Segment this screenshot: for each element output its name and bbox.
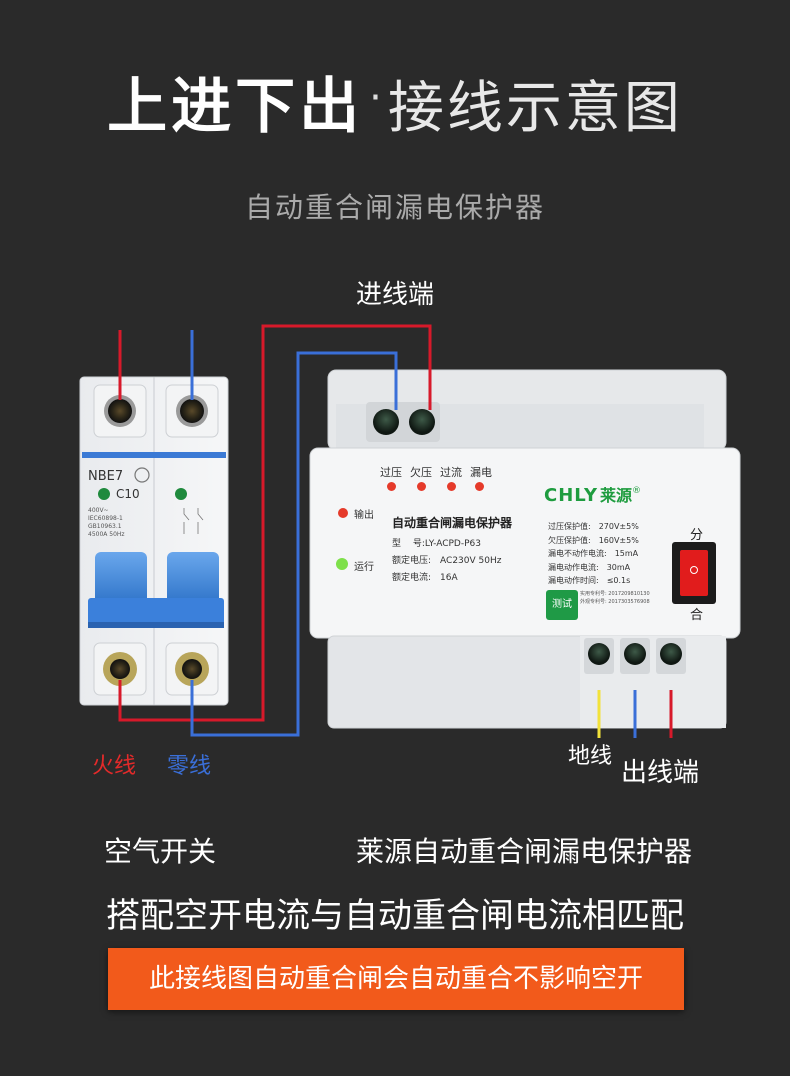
title-dot: ·: [369, 75, 382, 121]
spec-line: 漏电不动作电流: 15mA: [548, 549, 639, 558]
breaker-top-terminal-neutral: [165, 384, 219, 438]
run-label: 运行: [354, 562, 374, 573]
product-name: 自动重合闸漏电保护器: [392, 516, 513, 530]
outlet-label: 出线端: [621, 758, 700, 788]
ground-label: 地线: [568, 744, 613, 769]
indicator-leakage-led: [475, 482, 484, 491]
breaker-spec-line: 4500A 50Hz: [88, 531, 125, 538]
test-button[interactable]: 测试: [546, 590, 578, 620]
breaker-spec-line: GB10963.1: [88, 523, 122, 530]
breaker-bottom-terminal-live: [93, 642, 147, 696]
breaker-window-right: [175, 488, 187, 500]
breaker-toggle-handle[interactable]: [88, 552, 224, 628]
output-led: [338, 508, 348, 518]
neutral-label: 零线: [167, 754, 212, 779]
protector-inlet-terminals: [366, 402, 440, 442]
indicator-undervoltage-label: 欠压: [410, 466, 432, 479]
match-note: 搭配空开电流与自动重合闸电流相匹配: [106, 896, 684, 936]
breaker-model: NBE7: [88, 469, 123, 484]
product-voltage: 额定电压: AC230V 50Hz: [392, 556, 502, 566]
title-light: 接线示意图: [387, 76, 683, 141]
protector-name: 莱源自动重合闸漏电保护器: [356, 835, 693, 868]
brand-reg: ®: [632, 486, 641, 496]
title-bold: 上进下出: [107, 72, 364, 142]
patent-line: 实用专利号: 2017209810130: [580, 591, 650, 597]
breaker-symbol-icon: [183, 508, 204, 534]
breaker-spec-line: 400V~: [88, 507, 109, 514]
breaker-blue-stripe: [82, 452, 226, 458]
indicator-overvoltage-led: [387, 482, 396, 491]
spec-line: 欠压保护值: 160V±5%: [548, 535, 639, 545]
neutral-wire-bridge: [190, 351, 398, 737]
indicator-leakage-label: 漏电: [470, 466, 492, 479]
spec-line: 过压保护值: 270V±5%: [548, 522, 639, 531]
indicator-overcurrent-label: 过流: [440, 466, 462, 479]
page-title: 上进下出·接线示意图: [0, 58, 790, 145]
live-wire-bridge: [118, 324, 432, 722]
product-model: 型 号:LY-ACPD-P63: [392, 539, 481, 549]
auto-reclosing-protector: [309, 369, 741, 729]
ccc-icon: [134, 467, 150, 483]
air-breaker: NBE7 C10 400V~ IEC60898-1 GB10963.1 4500…: [79, 376, 229, 706]
air-breaker-name: 空气开关: [104, 835, 217, 868]
product-current: 额定电流: 16A: [392, 573, 458, 583]
notice-banner: 此接线图自动重合闸会自动重合不影响空开: [108, 948, 684, 1010]
run-led: [336, 558, 348, 570]
brand-cn: 莱源: [599, 486, 632, 505]
indicator-undervoltage-led: [417, 482, 426, 491]
brand-name: CHLY: [544, 485, 598, 506]
live-label: 火线: [92, 754, 137, 779]
reset-switch[interactable]: [672, 542, 716, 604]
spec-list: 过压保护值: 270V±5% 欠压保护值: 160V±5% 漏电不动作电流: 1…: [548, 520, 639, 588]
wires: [118, 324, 673, 738]
inlet-label: 进线端: [356, 280, 435, 310]
patent-line: 外观专利号: 2017303576908: [580, 599, 650, 605]
indicator-overvoltage-label: 过压: [380, 466, 402, 479]
patent-list: 实用专利号: 2017209810130 外观专利号: 201730357690…: [580, 590, 650, 606]
spec-line: 漏电动作电流: 30mA: [548, 562, 631, 572]
breaker-rating: C10: [116, 487, 140, 501]
switch-off-label: 分: [690, 528, 704, 543]
breaker-spec-line: IEC60898-1: [88, 515, 123, 522]
output-label: 输出: [354, 510, 374, 521]
breaker-bottom-terminal-neutral: [165, 642, 219, 696]
breaker-top-terminal-live: [93, 384, 147, 438]
page-subtitle: 自动重合闸漏电保护器: [244, 191, 545, 224]
switch-on-label: 合: [690, 608, 704, 623]
breaker-spec: 400V~ IEC60898-1 GB10963.1 4500A 50Hz: [88, 507, 125, 538]
spec-line: 漏电动作时间: ≤0.1s: [548, 576, 631, 585]
indicator-overcurrent-led: [447, 482, 456, 491]
switch-o-icon: [690, 566, 698, 574]
breaker-window-left: [98, 488, 110, 500]
protector-outlet-terminals: [584, 638, 686, 674]
